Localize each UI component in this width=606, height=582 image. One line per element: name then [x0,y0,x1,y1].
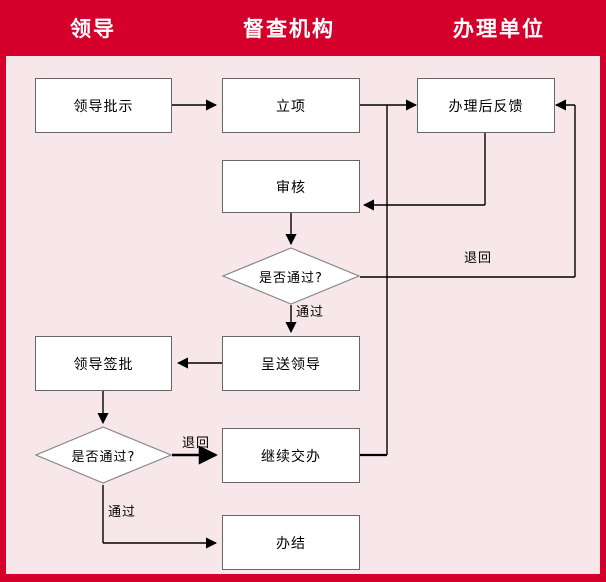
diamond-shape [35,426,172,484]
node-feedback[interactable]: 办理后反馈 [417,78,555,133]
node-label: 领导签批 [73,356,134,373]
node-label: 继续交办 [261,448,321,465]
edge-label-pass-final: 通过 [108,505,137,520]
edge-label-pass-review: 通过 [296,305,325,320]
node-label: 领导批示 [73,98,134,115]
node-leader-approval[interactable]: 领导签批 [35,336,172,391]
node-label: 是否通过? [71,449,136,465]
node-close-case[interactable]: 办结 [222,515,360,570]
node-label: 立项 [276,98,306,115]
edge-label-return-bottom: 退回 [182,436,211,451]
node-decision-review[interactable]: 是否通过? [222,247,360,305]
lane-header-unit: 办理单位 [453,16,545,41]
lane-header-leader: 领导 [70,16,116,41]
node-decision-approval[interactable]: 是否通过? [35,426,172,484]
node-project-setup[interactable]: 立项 [222,78,360,133]
node-submit-to-leader[interactable]: 呈送领导 [222,336,360,391]
node-continue-assign[interactable]: 继续交办 [222,428,360,483]
node-label: 办结 [276,535,306,552]
node-label: 是否通过? [259,270,323,286]
node-leader-instruction[interactable]: 领导批示 [35,78,172,133]
node-label: 审核 [276,179,306,196]
lane-header-bar: 领导 督查机构 办理单位 [0,0,606,56]
edge-label-return-right: 退回 [464,251,493,266]
flowchart-canvas: 领导批示 立项 办理后反馈 审核 是否通过? 呈送领导 领导签批 是否 [0,56,606,582]
lane-header-agency: 督查机构 [243,16,335,41]
node-label: 办理后反馈 [448,98,524,115]
node-review[interactable]: 审核 [222,160,360,213]
connector-lines [97,99,576,549]
diamond-shape [222,247,360,305]
node-label: 呈送领导 [261,356,321,373]
